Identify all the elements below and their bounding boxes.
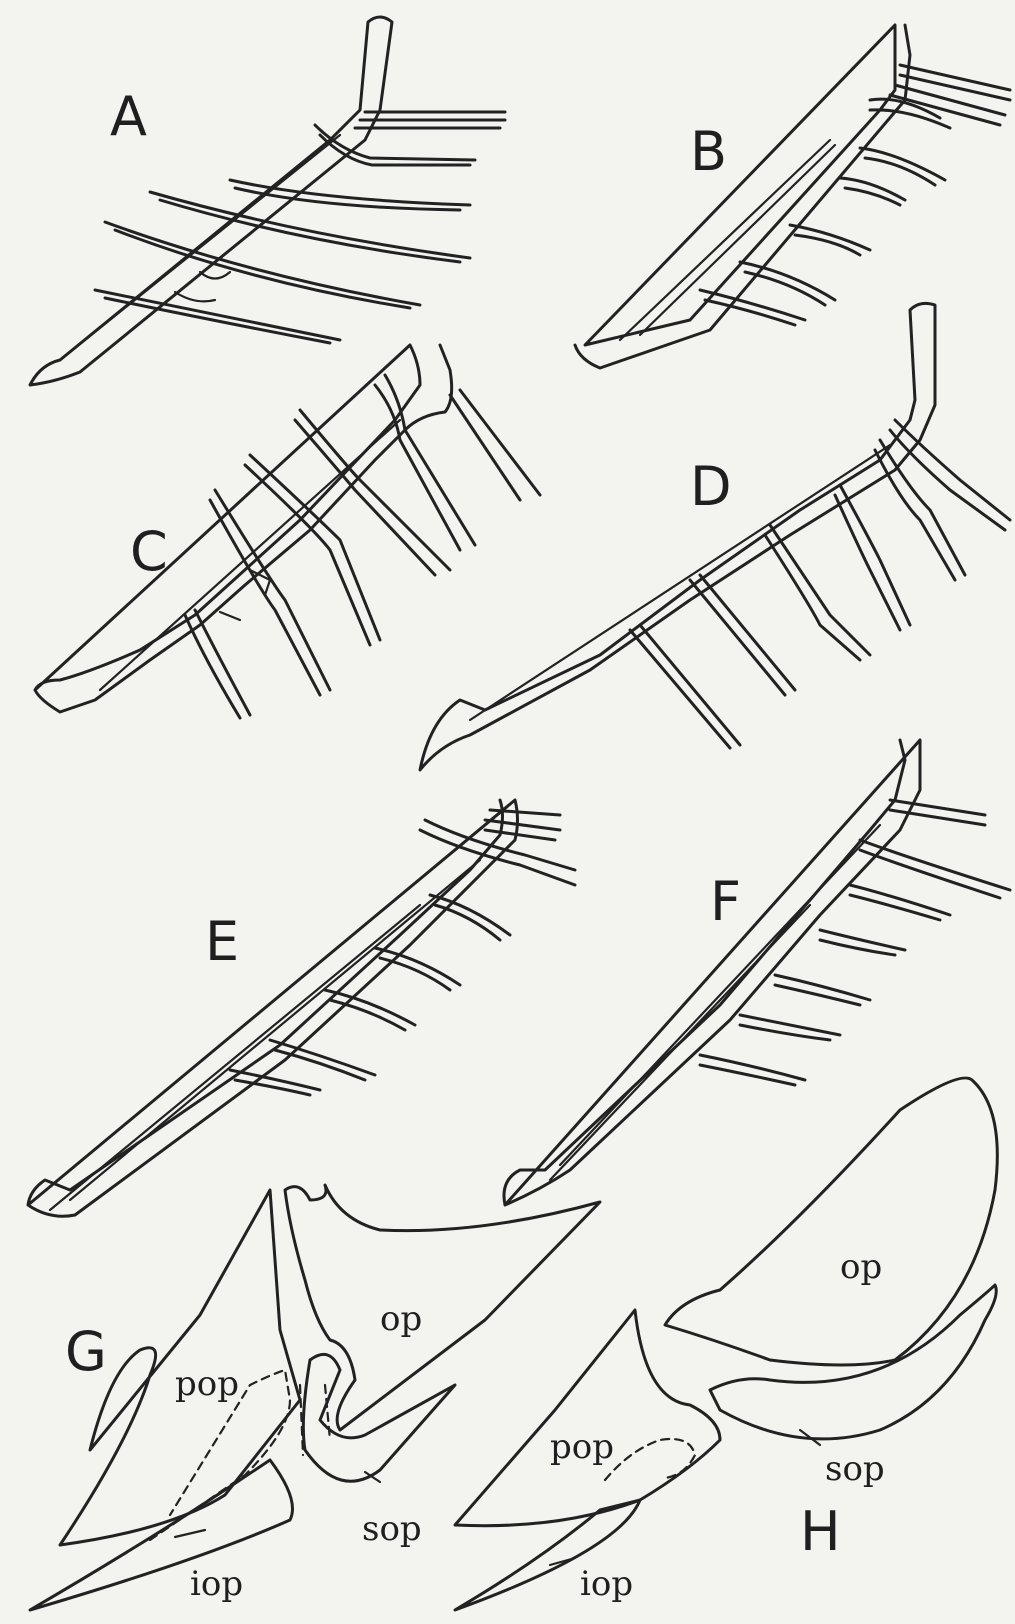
panel-e-drawing [28, 800, 575, 1216]
panel-b-drawing [575, 25, 1010, 368]
panel-h-drawing [455, 1078, 997, 1610]
panel-b-label: B [690, 120, 727, 183]
panel-d-label: D [690, 455, 732, 518]
panel-a-label: A [110, 85, 147, 148]
panel-g-iop-label: iop [190, 1564, 243, 1604]
panel-a-drawing [30, 17, 505, 385]
panel-g-op-label: op [380, 1299, 422, 1339]
panel-h-label: H [800, 1500, 841, 1563]
panel-h-op-label: op [840, 1247, 882, 1287]
panel-f-drawing [504, 740, 1010, 1205]
panel-e-label: E [205, 910, 239, 973]
panel-c-label: C [130, 520, 168, 583]
panel-d-drawing [420, 303, 1010, 770]
panel-g-drawing [30, 1185, 600, 1610]
panel-g-label: G [65, 1320, 107, 1383]
panel-h-sop-label: sop [825, 1449, 885, 1489]
panel-f-label: F [710, 870, 741, 933]
panel-c-drawing [35, 345, 540, 718]
panel-g-pop-label: pop [175, 1364, 239, 1404]
panel-g-sop-label: sop [362, 1509, 422, 1549]
panel-h-pop-label: pop [550, 1427, 614, 1467]
panel-h-iop-label: iop [580, 1564, 633, 1604]
